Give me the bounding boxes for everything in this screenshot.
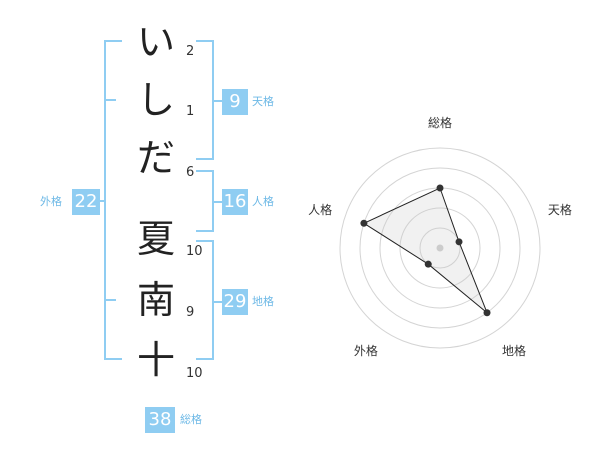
stroke-count-2: 1 xyxy=(186,104,195,119)
jinkaku-value: 16 xyxy=(222,189,248,215)
radar-point xyxy=(360,219,368,227)
chikaku-bracket-top xyxy=(196,240,214,242)
radar-center-dot xyxy=(436,244,444,252)
name-char-5: 南 xyxy=(136,278,175,322)
name-char-6: 十 xyxy=(136,338,175,382)
radar-axis-label: 天格 xyxy=(548,202,572,217)
radar-point xyxy=(424,260,432,268)
tenkaku-bracket-connector xyxy=(212,100,222,102)
stroke-count-4: 10 xyxy=(186,244,203,259)
radar-grid xyxy=(339,147,541,349)
chikaku-bracket-bottom xyxy=(196,358,214,360)
radar-point xyxy=(436,184,444,192)
radar-point xyxy=(483,309,491,317)
radar-point xyxy=(455,238,463,246)
tenkaku-bracket-bottom xyxy=(196,158,214,160)
radar-axis-label: 総格 xyxy=(428,115,452,130)
tenkaku-bracket-top xyxy=(196,40,214,42)
stroke-count-6: 10 xyxy=(186,366,203,381)
radar-grid-ring xyxy=(399,207,481,289)
chikaku-bracket-connector xyxy=(212,301,222,303)
radar-points xyxy=(360,184,491,317)
radar-axis-label: 外格 xyxy=(354,343,378,358)
gaikaku-value: 22 xyxy=(72,189,100,215)
name-char-3: だ xyxy=(136,136,175,180)
jinkaku-bracket-connector xyxy=(212,201,222,203)
radar-grid-ring xyxy=(339,147,541,349)
name-char-2: し xyxy=(136,78,175,122)
soukaku-value: 38 xyxy=(145,407,175,433)
radar-grid-ring xyxy=(359,167,521,329)
radar-grid-ring xyxy=(419,227,461,269)
gaikaku-bracket-top xyxy=(104,40,122,42)
jinkaku-bracket-top xyxy=(196,170,214,172)
chikaku-bracket-vertical xyxy=(212,240,214,360)
jinkaku-bracket-bottom xyxy=(196,230,214,232)
tenkaku-label: 天格 xyxy=(252,95,274,108)
gaikaku-bracket-connector xyxy=(98,200,106,202)
chikaku-value: 29 xyxy=(222,289,248,315)
stroke-count-1: 2 xyxy=(186,44,195,59)
gaikaku-bracket-tick-2 xyxy=(104,299,116,301)
name-char-1: い xyxy=(136,20,175,64)
radar-axis-label: 人格 xyxy=(308,202,332,217)
name-char-4: 夏 xyxy=(136,217,175,261)
soukaku-label: 総格 xyxy=(180,413,202,426)
gaikaku-label: 外格 xyxy=(40,195,62,208)
radar-data-polygon xyxy=(362,187,488,314)
jinkaku-label: 人格 xyxy=(252,195,274,208)
gaikaku-bracket-tick-1 xyxy=(104,99,116,101)
tenkaku-value: 9 xyxy=(222,89,248,115)
radar-axis-label: 地格 xyxy=(502,343,526,358)
gaikaku-bracket-bottom xyxy=(104,358,122,360)
chikaku-label: 地格 xyxy=(252,295,274,308)
stroke-count-5: 9 xyxy=(186,305,195,320)
stroke-count-3: 6 xyxy=(186,165,195,180)
